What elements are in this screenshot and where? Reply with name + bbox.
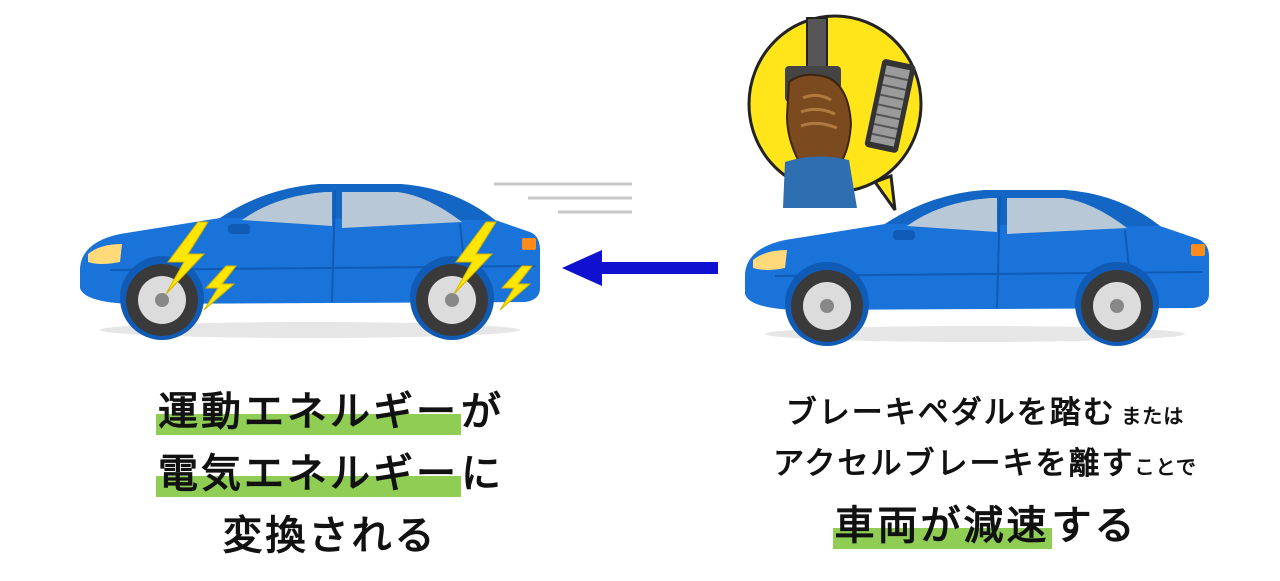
accel-brake-text: アクセルブレーキを離す (773, 446, 1135, 482)
right-caption-line2: アクセルブレーキを離すことで (690, 443, 1280, 490)
left-caption-line2: 電気エネルギーに (0, 446, 660, 502)
left-caption-line1: 運動エネルギーが (0, 384, 660, 440)
right-caption-line1: ブレーキペダルを踏む または (690, 392, 1280, 439)
left-caption: 運動エネルギーが 電気エネルギーに 変換される (0, 384, 660, 564)
electric-energy-highlight: 電気エネルギー (156, 451, 461, 497)
kinetic-energy-highlight: 運動エネルギー (156, 389, 461, 435)
left-caption-line3: 変換される (222, 513, 438, 559)
left-caption-line1-rest: が (461, 389, 504, 435)
right-caption-line3-rest: する (1051, 503, 1138, 549)
right-caption-line3: 車両が減速する (690, 498, 1280, 554)
right-caption: ブレーキペダルを踏む または アクセルブレーキを離すことで 車両が減速する (690, 392, 1280, 554)
brake-pedal-text: ブレーキペダルを踏む (785, 395, 1116, 431)
by-text: ことで (1134, 455, 1197, 479)
arrow-left-icon (562, 250, 718, 286)
left-caption-line2-rest: に (461, 451, 504, 497)
brake-pedal-bubble-icon (747, 14, 923, 211)
speed-lines-icon (494, 182, 632, 214)
car-right-icon (745, 190, 1209, 346)
car-left-icon (80, 184, 540, 340)
or-text: または (1121, 404, 1185, 428)
lightning-icon (165, 221, 534, 311)
vehicle-decelerates-highlight: 車両が減速 (832, 503, 1052, 549)
